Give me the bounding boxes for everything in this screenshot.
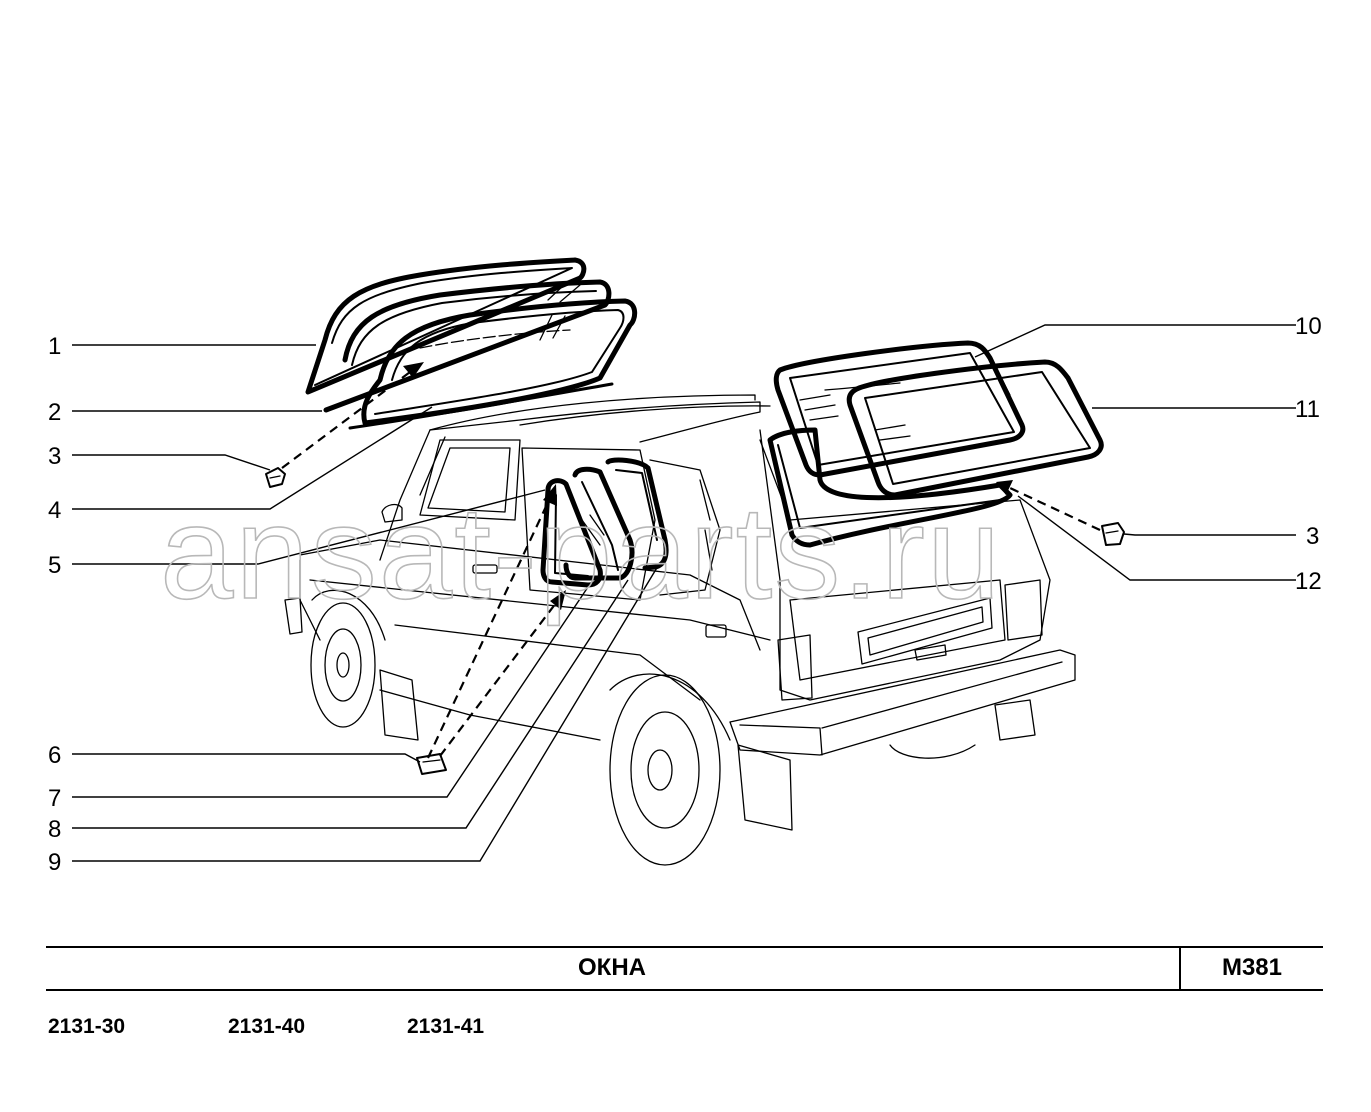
windshield-glass <box>348 298 638 430</box>
windshield-seal-outer <box>305 257 587 395</box>
callout-2: 2 <box>48 399 61 426</box>
side-window-seal-outer <box>605 457 669 571</box>
model-code-3: 2131-41 <box>407 1015 485 1038</box>
footer-bottom-rule <box>46 989 1323 991</box>
callout-4: 4 <box>48 497 61 524</box>
vehicle-body-outline <box>284 394 1076 866</box>
page-code: M381 <box>1221 954 1283 981</box>
callout-11: 11 <box>1295 396 1320 423</box>
callout-6: 6 <box>48 742 61 769</box>
page-title: ОКНА <box>578 954 646 981</box>
model-code-1: 2131-30 <box>48 1015 126 1038</box>
watermark: ansat-parts.ru <box>160 479 1002 626</box>
callout-8: 8 <box>48 816 61 843</box>
footer-top-rule <box>46 946 1323 948</box>
clip-part-left <box>265 467 286 488</box>
model-code-2: 2131-40 <box>228 1015 306 1038</box>
callout-9: 9 <box>48 849 61 876</box>
rear-window-glass <box>773 340 1026 478</box>
footer-divider <box>1179 946 1181 991</box>
callout-labels: 1 2 3 4 5 6 7 8 9 10 11 3 12 <box>48 313 1322 876</box>
rear-window-seal <box>846 359 1104 498</box>
callout-3-left: 3 <box>48 443 61 470</box>
dashed-arrows <box>281 362 1101 759</box>
callout-5: 5 <box>48 552 61 579</box>
callout-3-right: 3 <box>1306 523 1319 550</box>
clip-part-right <box>1101 522 1125 546</box>
side-window-glass <box>540 478 605 588</box>
callout-10: 10 <box>1295 313 1322 340</box>
side-window-seal-inner <box>563 466 635 581</box>
windshield-seal-middle <box>323 279 612 413</box>
callout-12: 12 <box>1295 568 1322 595</box>
clip-part-6 <box>416 753 447 775</box>
leader-lines <box>72 324 1296 862</box>
callout-1: 1 <box>48 333 61 360</box>
callout-7: 7 <box>48 785 61 812</box>
